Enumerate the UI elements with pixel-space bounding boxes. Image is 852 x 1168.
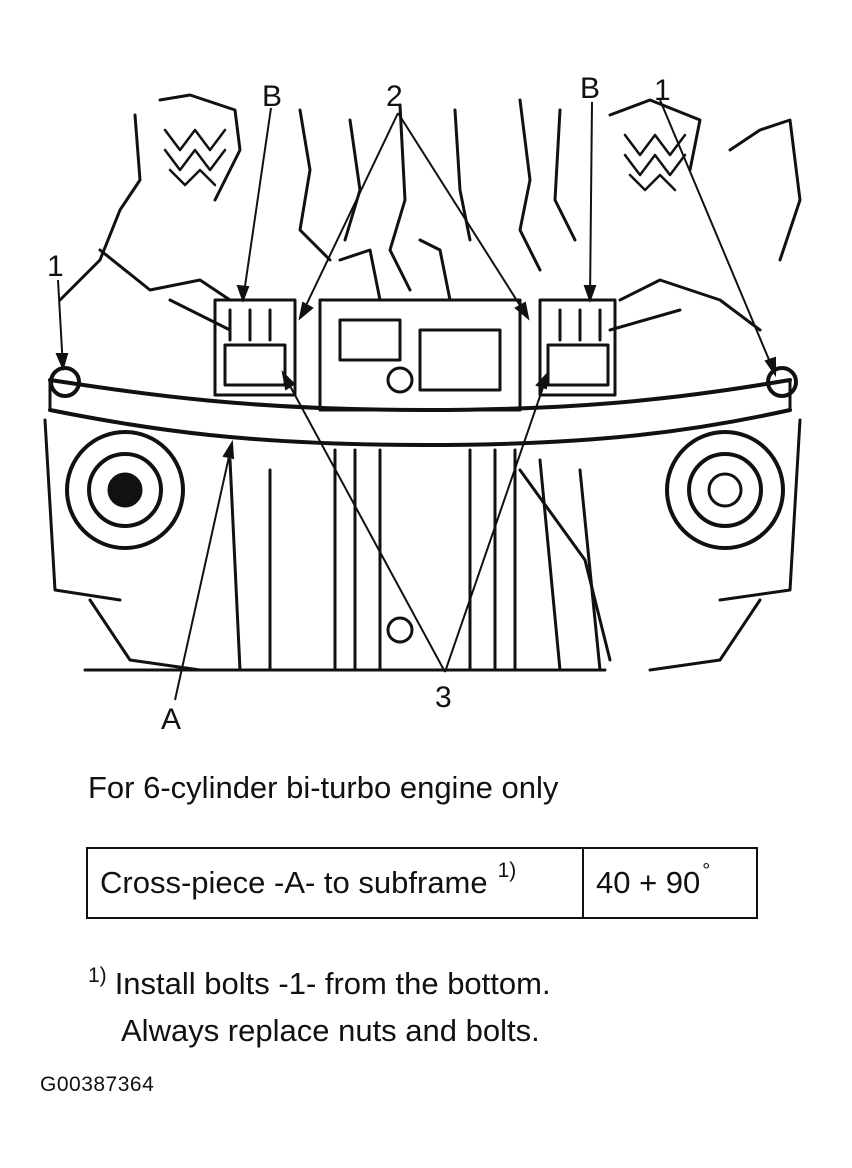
footnote: 1) Install bolts -1- from the bottom. Alw… bbox=[88, 962, 551, 1052]
figure-caption: For 6-cylinder bi-turbo engine only bbox=[88, 770, 559, 805]
spec-label: Cross-piece -A- to subframe bbox=[100, 865, 488, 900]
footnote-line-2: Always replace nuts and bolts. bbox=[121, 1013, 540, 1048]
callout-1-left: 1 bbox=[47, 250, 64, 283]
spec-value-unit: ° bbox=[702, 859, 711, 882]
callout-b-left: B bbox=[262, 80, 282, 113]
spec-value-cell: 40 + 90 ° bbox=[584, 849, 756, 917]
leader-lines bbox=[55, 99, 776, 701]
torque-spec-table: Cross-piece -A- to subframe 1) 40 + 90 ° bbox=[86, 847, 758, 919]
callout-2: 2 bbox=[386, 80, 403, 113]
footnote-marker: 1) bbox=[88, 964, 107, 987]
figure-id: G00387364 bbox=[40, 1073, 155, 1096]
footnote-text-1: Install bolts -1- from the bottom. bbox=[114, 966, 551, 1001]
callout-3: 3 bbox=[435, 681, 452, 714]
spec-value: 40 + 90 bbox=[596, 865, 701, 900]
footnote-line-1: 1) Install bolts -1- from the bottom. bbox=[88, 962, 551, 1009]
callout-1-right: 1 bbox=[654, 74, 671, 107]
illustration-drawing bbox=[43, 93, 802, 672]
callout-a: A bbox=[161, 703, 181, 736]
spec-footnote-ref: 1) bbox=[497, 859, 517, 882]
callout-b-right: B bbox=[580, 72, 600, 105]
spec-label-cell: Cross-piece -A- to subframe 1) bbox=[88, 849, 584, 917]
engine-subframe-illustration: B 2 B 1 1 A 3 bbox=[43, 72, 802, 736]
